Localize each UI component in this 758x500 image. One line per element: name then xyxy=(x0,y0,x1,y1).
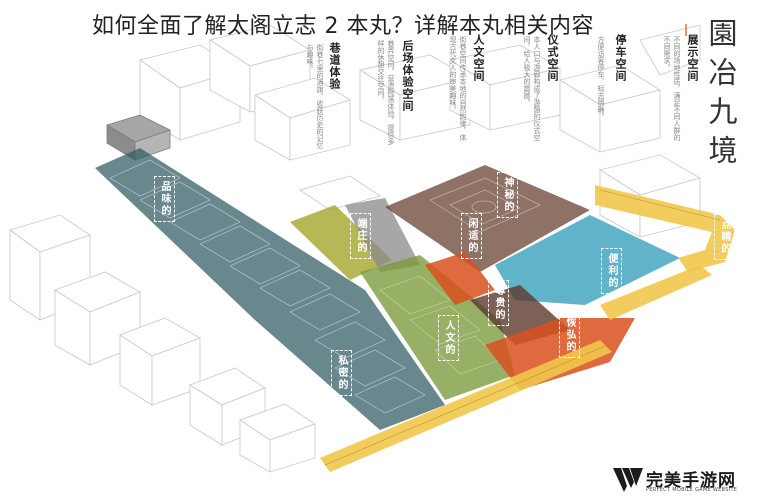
zone-orange-large xyxy=(485,318,635,390)
logo-subtitle: PERFECT MOBILE GAME WEBSITE xyxy=(646,487,738,493)
zone-label-simi: 私密的 xyxy=(331,350,352,396)
legend-title-exhibit: 展示空间 xyxy=(686,34,699,82)
logo-mark-icon xyxy=(613,468,643,492)
zone-label-kuanghong: 恢弘的 xyxy=(559,312,580,358)
logo-name: 完美手游网 xyxy=(646,471,736,491)
page-headline: 如何全面了解太阁立志 2 本丸？详解本丸相关内容 xyxy=(92,14,594,39)
zone-blue xyxy=(495,215,680,305)
background-buildings xyxy=(9,24,702,473)
zone-orange-small xyxy=(425,252,495,305)
legend-desc-parking: 方便访客停车，标志明确。 xyxy=(597,36,605,120)
zone-label-renwen: 人文的 xyxy=(438,315,459,361)
zone-brown xyxy=(385,165,590,272)
legend-title-alley: 巷道体验 xyxy=(328,42,341,90)
zone-label-xianshi: 闲适的 xyxy=(461,213,482,259)
legend-title-humanity: 人文空间 xyxy=(472,34,485,82)
legend-desc-ritual: 本人口与游廊构成了游憩的仪式空间，给人极大的震撼。 xyxy=(523,36,541,141)
zone-label-pinwei: 品味的 xyxy=(154,176,175,222)
zone-yellow-path xyxy=(320,185,735,472)
zone-teal xyxy=(95,148,445,430)
diagram-title: 園冶九境 xyxy=(704,18,738,174)
zone-label-duanzhuang: 端庄的 xyxy=(350,213,371,259)
legend-desc-alley: 街巷七里的酒旗，收获历史的记忆与趣味。 xyxy=(306,44,324,149)
zone-label-dianjing: 点睛的 xyxy=(714,214,735,260)
legend-desc-humanity: 街巷空间传承本地的自然韵律，体现古代文人的审美趣味。 xyxy=(449,36,467,141)
zone-label-bianli: 便利的 xyxy=(601,248,622,294)
zone-gray xyxy=(345,198,420,272)
legend-desc-backyard: 巷弄空间，营造院落体验，提供多样的休憩交往空间。 xyxy=(377,40,395,145)
teal-building-rows xyxy=(109,159,426,414)
zone-label-shenmi: 神秘的 xyxy=(497,172,518,218)
brown-courtyard-lines xyxy=(429,177,541,233)
zone-label-zunggui: 尊贵的 xyxy=(488,280,509,326)
zone-green xyxy=(360,255,515,400)
zone-olive xyxy=(290,205,392,280)
legend-title-parking: 停车空间 xyxy=(614,34,627,82)
legend-desc-exhibit: 不同的场地性质，满足不同人群的不同需求。 xyxy=(663,36,681,141)
legend-title-ritual: 仪式空间 xyxy=(546,34,559,82)
legend-title-backyard: 后场体验空间 xyxy=(401,40,414,112)
